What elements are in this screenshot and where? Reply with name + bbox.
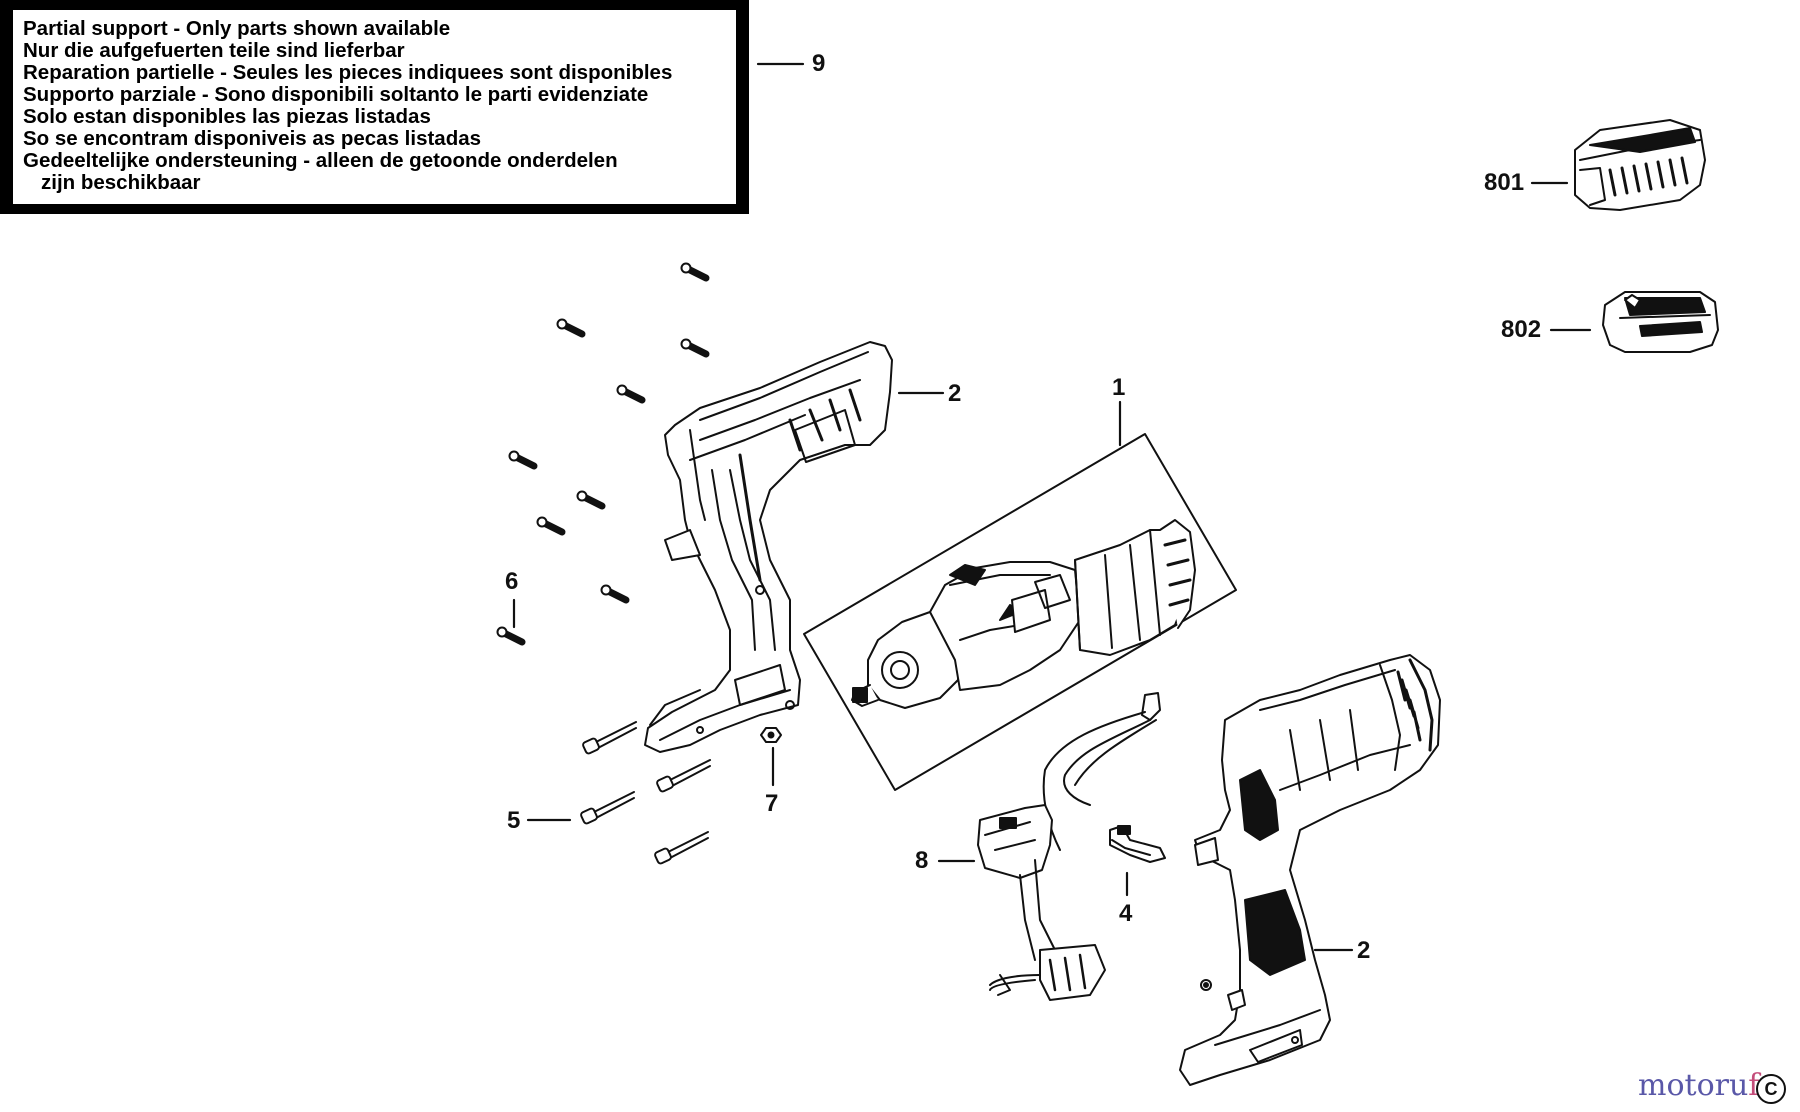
screw [508, 450, 538, 470]
corner-c-mark: C [1756, 1074, 1786, 1104]
screw [616, 384, 646, 404]
notice-line-it: Supporto parziale - Sono disponibili sol… [23, 83, 649, 106]
screw [536, 516, 566, 536]
long-screw [654, 831, 709, 865]
notice-line-fr: Reparation partielle - Seules les pieces… [23, 61, 673, 84]
long-screw [582, 721, 637, 755]
notice-line-de: Nur die aufgefuerten teile sind lieferba… [23, 39, 405, 62]
callout-4: 4 [1119, 900, 1133, 927]
watermark-text-a: motoru [1638, 1068, 1749, 1103]
screw [496, 626, 526, 646]
long-screw [580, 791, 635, 825]
callout-9: 9 [812, 50, 826, 77]
partial-support-notice: Partial support - Only parts shown avail… [0, 0, 749, 214]
notice-line-nl-cont: zijn beschikbaar [41, 171, 201, 194]
motor-gearbox-assembly-part-1 [803, 433, 1237, 791]
battery-part-802 [1602, 291, 1719, 353]
screws-part-6 [496, 262, 710, 646]
assembled-drill-housing [1179, 654, 1441, 1086]
nut-part-7 [760, 727, 782, 743]
screw [556, 318, 586, 338]
charger-part-801 [1574, 119, 1706, 211]
notice-inner: Partial support - Only parts shown avail… [13, 10, 736, 204]
screw [680, 338, 710, 358]
screws-part-5 [580, 721, 711, 865]
notice-line-en: Partial support - Only parts shown avail… [23, 17, 451, 40]
callout-2-bottom: 2 [1357, 937, 1371, 964]
callout-6: 6 [505, 568, 519, 595]
notice-line-nl: Gedeeltelijke ondersteuning - alleen de … [23, 149, 618, 172]
callout-8: 8 [915, 847, 929, 874]
callout-7: 7 [765, 790, 779, 817]
leader-lines [512, 62, 1592, 952]
screw [576, 490, 606, 510]
notice-line-pt: So se encontram disponiveis as pecas lis… [23, 127, 482, 150]
screw [680, 262, 710, 282]
long-screw [656, 759, 711, 793]
switch-wiring-part-8 [977, 692, 1161, 1001]
callout-2-top: 2 [948, 380, 962, 407]
screw [600, 584, 630, 604]
watermark-text-b: f [1748, 1068, 1760, 1103]
part-1-frame [803, 433, 1237, 791]
notice-line-es: Solo estan disponibles las piezas listad… [23, 105, 431, 128]
callout-801: 801 [1484, 169, 1525, 196]
callout-5: 5 [507, 807, 521, 834]
watermark-logo: motoruf [1638, 1068, 1759, 1103]
clip-part-4 [1109, 825, 1166, 863]
callout-1: 1 [1112, 374, 1126, 401]
callout-802: 802 [1501, 316, 1542, 343]
housing-half-left [644, 341, 893, 753]
